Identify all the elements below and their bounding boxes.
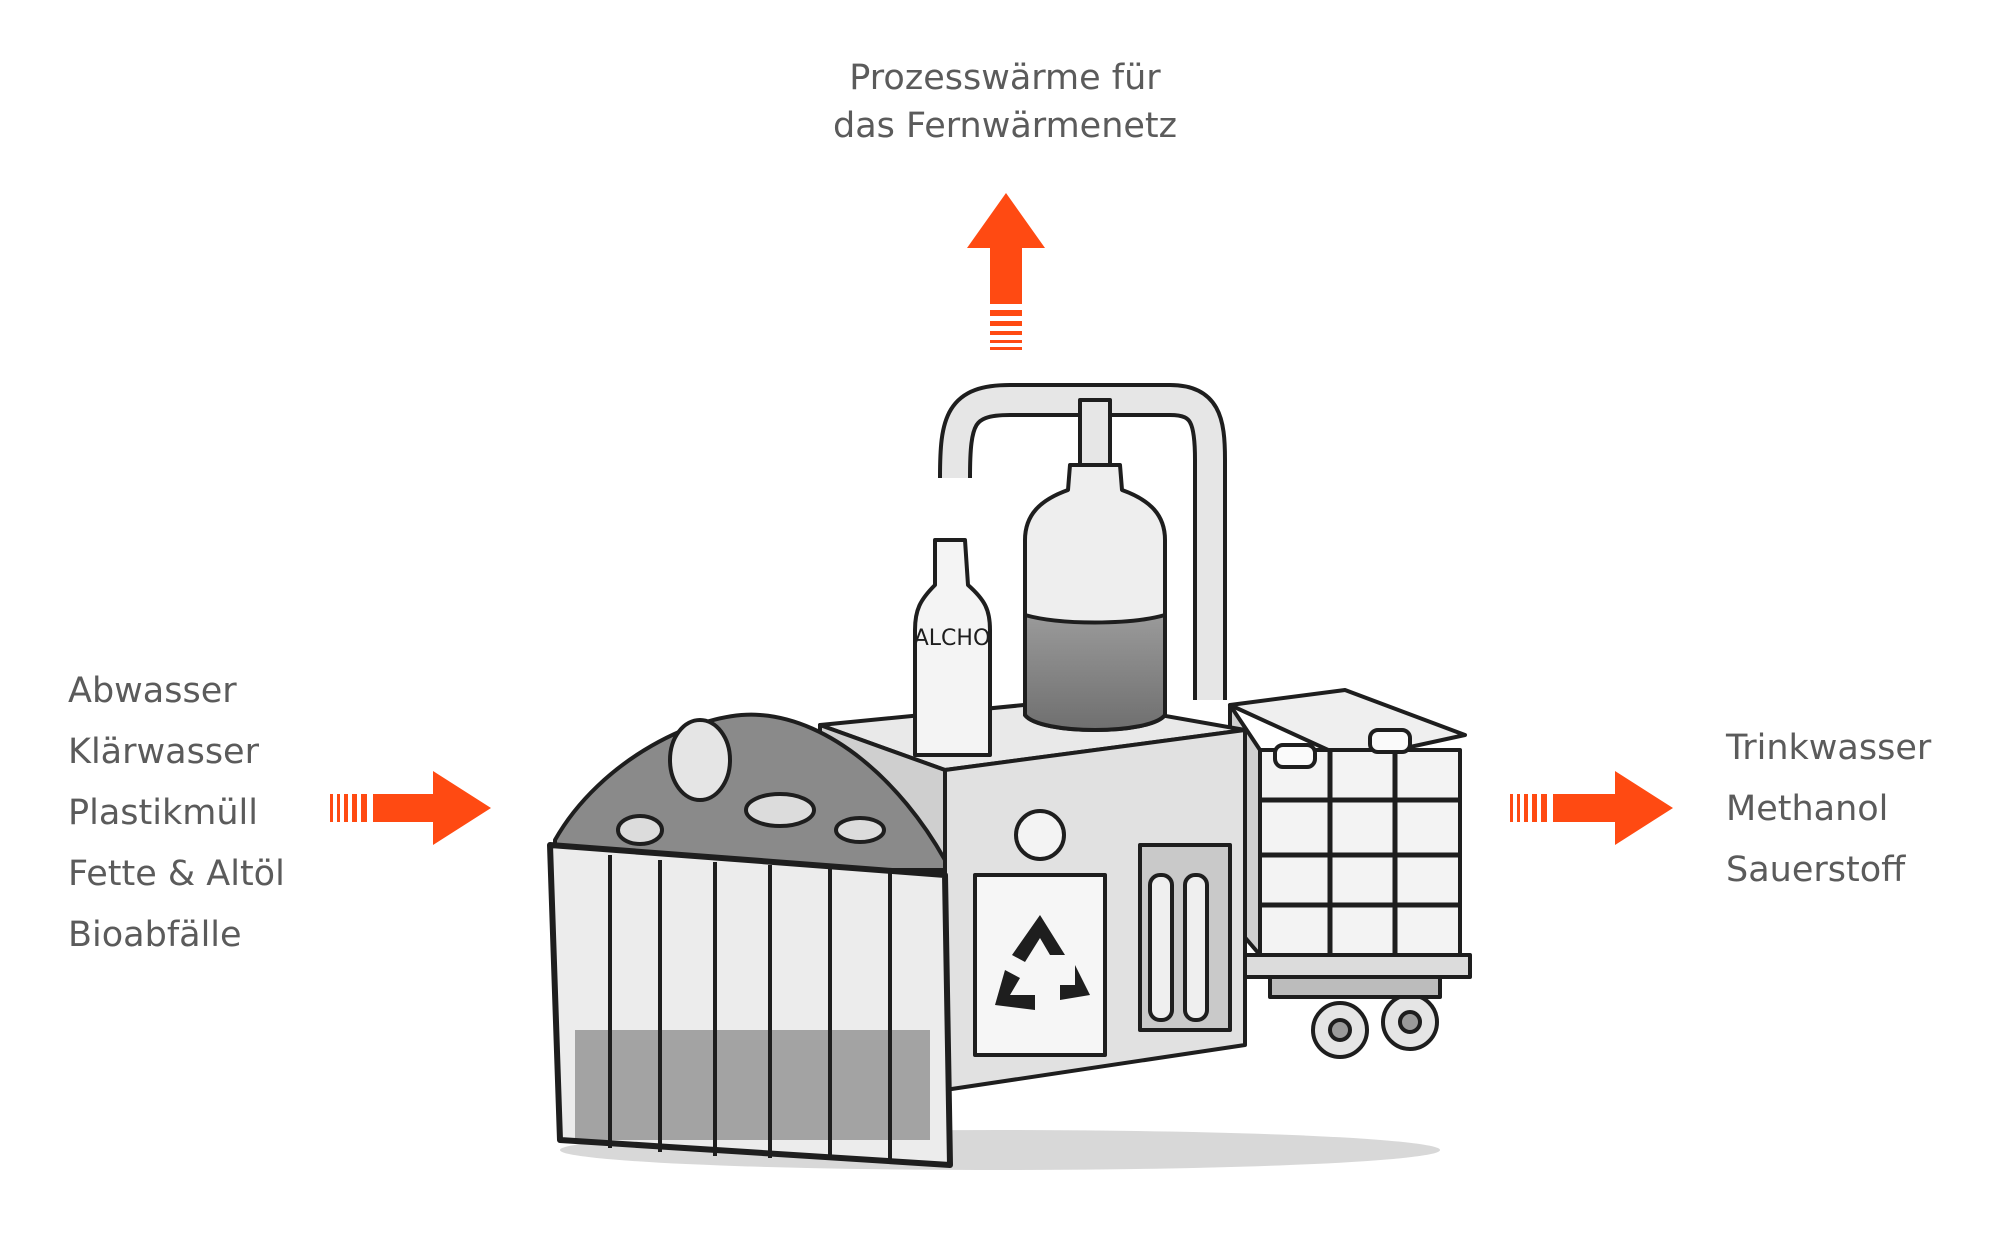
methanol-bottle: ALCHO	[913, 538, 992, 757]
ibc-container	[1228, 688, 1472, 1059]
output-item: Trinkwasser	[1726, 728, 1932, 768]
output-item: Sauerstoff	[1726, 850, 1906, 890]
input-item: Fette & Altöl	[68, 854, 285, 894]
heat-arrow-icon	[967, 193, 1045, 350]
water-tank	[1023, 463, 1167, 732]
heat-output-label: Prozesswärme für das Fernwärmenetz	[830, 54, 1180, 150]
input-item: Abwasser	[68, 671, 237, 711]
output-products-list: Trinkwasser Methanol Sauerstoff	[1726, 718, 1931, 901]
input-item: Plastikmüll	[68, 793, 258, 833]
heat-line-1: Prozesswärme für	[849, 58, 1161, 98]
recycling-plant-illustration: ALCHO	[547, 383, 1472, 1170]
input-item: Bioabfälle	[68, 915, 242, 955]
input-materials-list: Abwasser Klärwasser Plastikmüll Fette & …	[68, 661, 285, 966]
input-arrow-icon	[330, 771, 491, 845]
heat-line-2: das Fernwärmenetz	[832, 106, 1178, 146]
output-item: Methanol	[1726, 789, 1889, 829]
recycle-icon	[995, 915, 1090, 1010]
waste-bin	[547, 712, 953, 1168]
output-arrow-icon	[1510, 771, 1673, 845]
input-item: Klärwasser	[68, 732, 259, 772]
bottle-label: ALCHO	[914, 626, 991, 651]
